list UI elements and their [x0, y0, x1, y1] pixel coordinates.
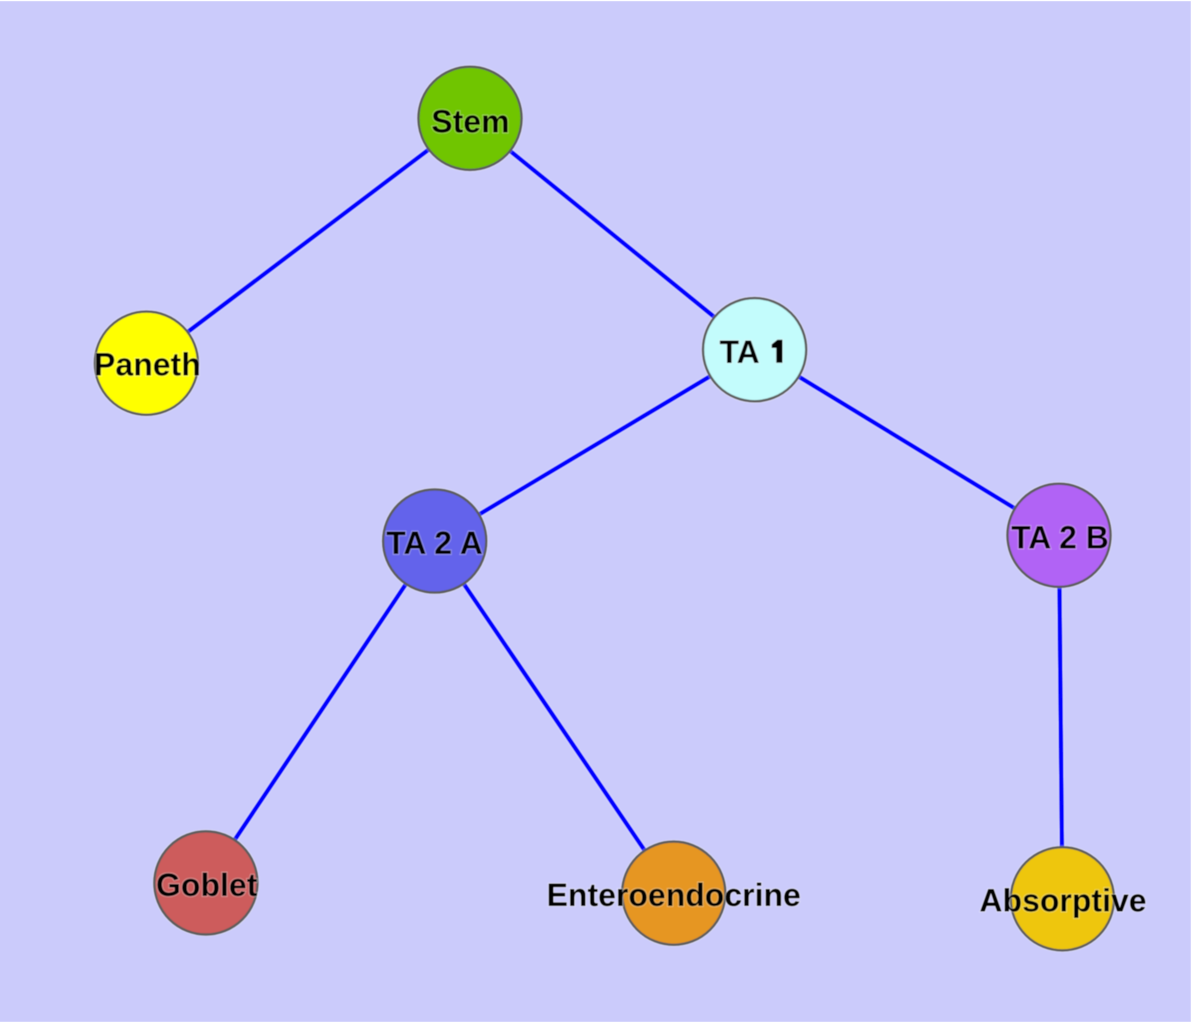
svg-text:Stem: Stem [431, 104, 509, 140]
svg-text:TA 2 A: TA 2 A [386, 525, 483, 561]
svg-text:TA 2 B: TA 2 B [1011, 519, 1109, 555]
svg-text:Goblet: Goblet [156, 867, 258, 903]
svg-text:Absorptive: Absorptive [979, 883, 1146, 919]
svg-text:Paneth: Paneth [94, 347, 201, 383]
svg-text:Enteroendocrine: Enteroendocrine [547, 877, 801, 913]
svg-text:TA: TA [719, 334, 759, 370]
